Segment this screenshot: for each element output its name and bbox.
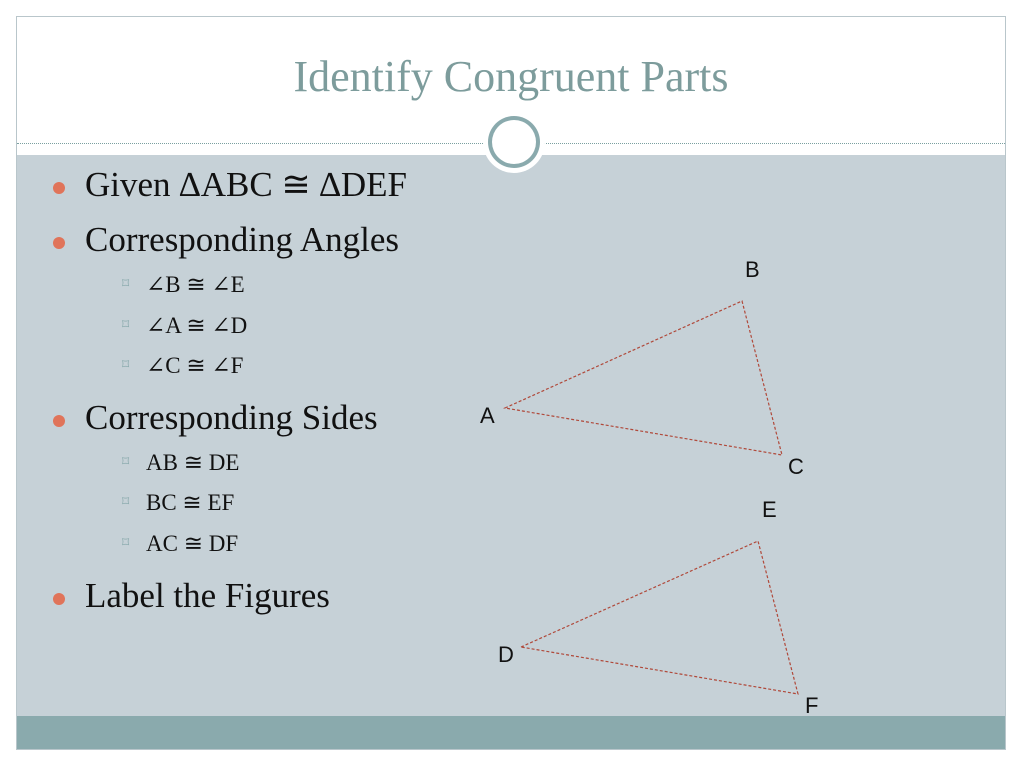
sub-bullet-icon: ⌑	[122, 317, 130, 333]
triangle-figures: A B C D E F	[480, 257, 818, 718]
vertex-label-c: C	[788, 454, 804, 479]
triangle-def: D E F	[498, 497, 818, 718]
footer-bar	[17, 716, 1005, 749]
sub-bullet-angle-c-f: ⌑ ∠C ≅ ∠F	[122, 353, 244, 378]
triangle-abc-outline	[502, 300, 783, 456]
bullet-corresponding-sides: Corresponding Sides	[53, 398, 378, 438]
sub-bullet-icon: ⌑	[122, 454, 130, 470]
bullet-label-figures: Label the Figures	[53, 576, 330, 616]
sub-bullet-icon: ⌑	[122, 357, 130, 373]
vertex-label-a: A	[480, 403, 495, 428]
vertex-label-f: F	[805, 693, 818, 718]
sub-bullet-icon: ⌑	[122, 276, 130, 292]
sub-bullet-side-ac-df: ⌑ AC ≅ DF	[122, 531, 239, 556]
sub-bullet-angle-b-e: ⌑ ∠B ≅ ∠E	[122, 272, 245, 297]
sub-bullet-icon: ⌑	[122, 494, 130, 510]
vertex-label-d: D	[498, 642, 514, 667]
divider-circle-ornament	[483, 111, 545, 173]
content-area	[17, 155, 1005, 716]
sub-bullet-icon: ⌑	[122, 535, 130, 551]
sub-bullet-side-bc-ef: ⌑ BC ≅ EF	[122, 490, 235, 515]
bullet-given: Given ∆ABC ≅ ∆DEF	[53, 165, 407, 205]
sub-bullet-side-ab-de: ⌑ AB ≅ DE	[122, 450, 240, 475]
bullet-corresponding-angles: Corresponding Angles	[53, 220, 399, 260]
bullet-dot-icon	[53, 593, 65, 605]
slide-title: Identify Congruent Parts	[293, 52, 729, 101]
triangle-abc: A B C	[480, 257, 804, 479]
vertex-label-b: B	[745, 257, 760, 282]
bullet-dot-icon	[53, 182, 65, 194]
vertex-label-e: E	[762, 497, 777, 522]
sub-bullet-angle-a-d: ⌑ ∠A ≅ ∠D	[122, 313, 248, 338]
slide: Identify Congruent Parts Given ∆ABC ≅ ∆D…	[16, 16, 1006, 750]
bullet-dot-icon	[53, 237, 65, 249]
bullet-dot-icon	[53, 415, 65, 427]
triangle-def-outline	[518, 540, 799, 695]
